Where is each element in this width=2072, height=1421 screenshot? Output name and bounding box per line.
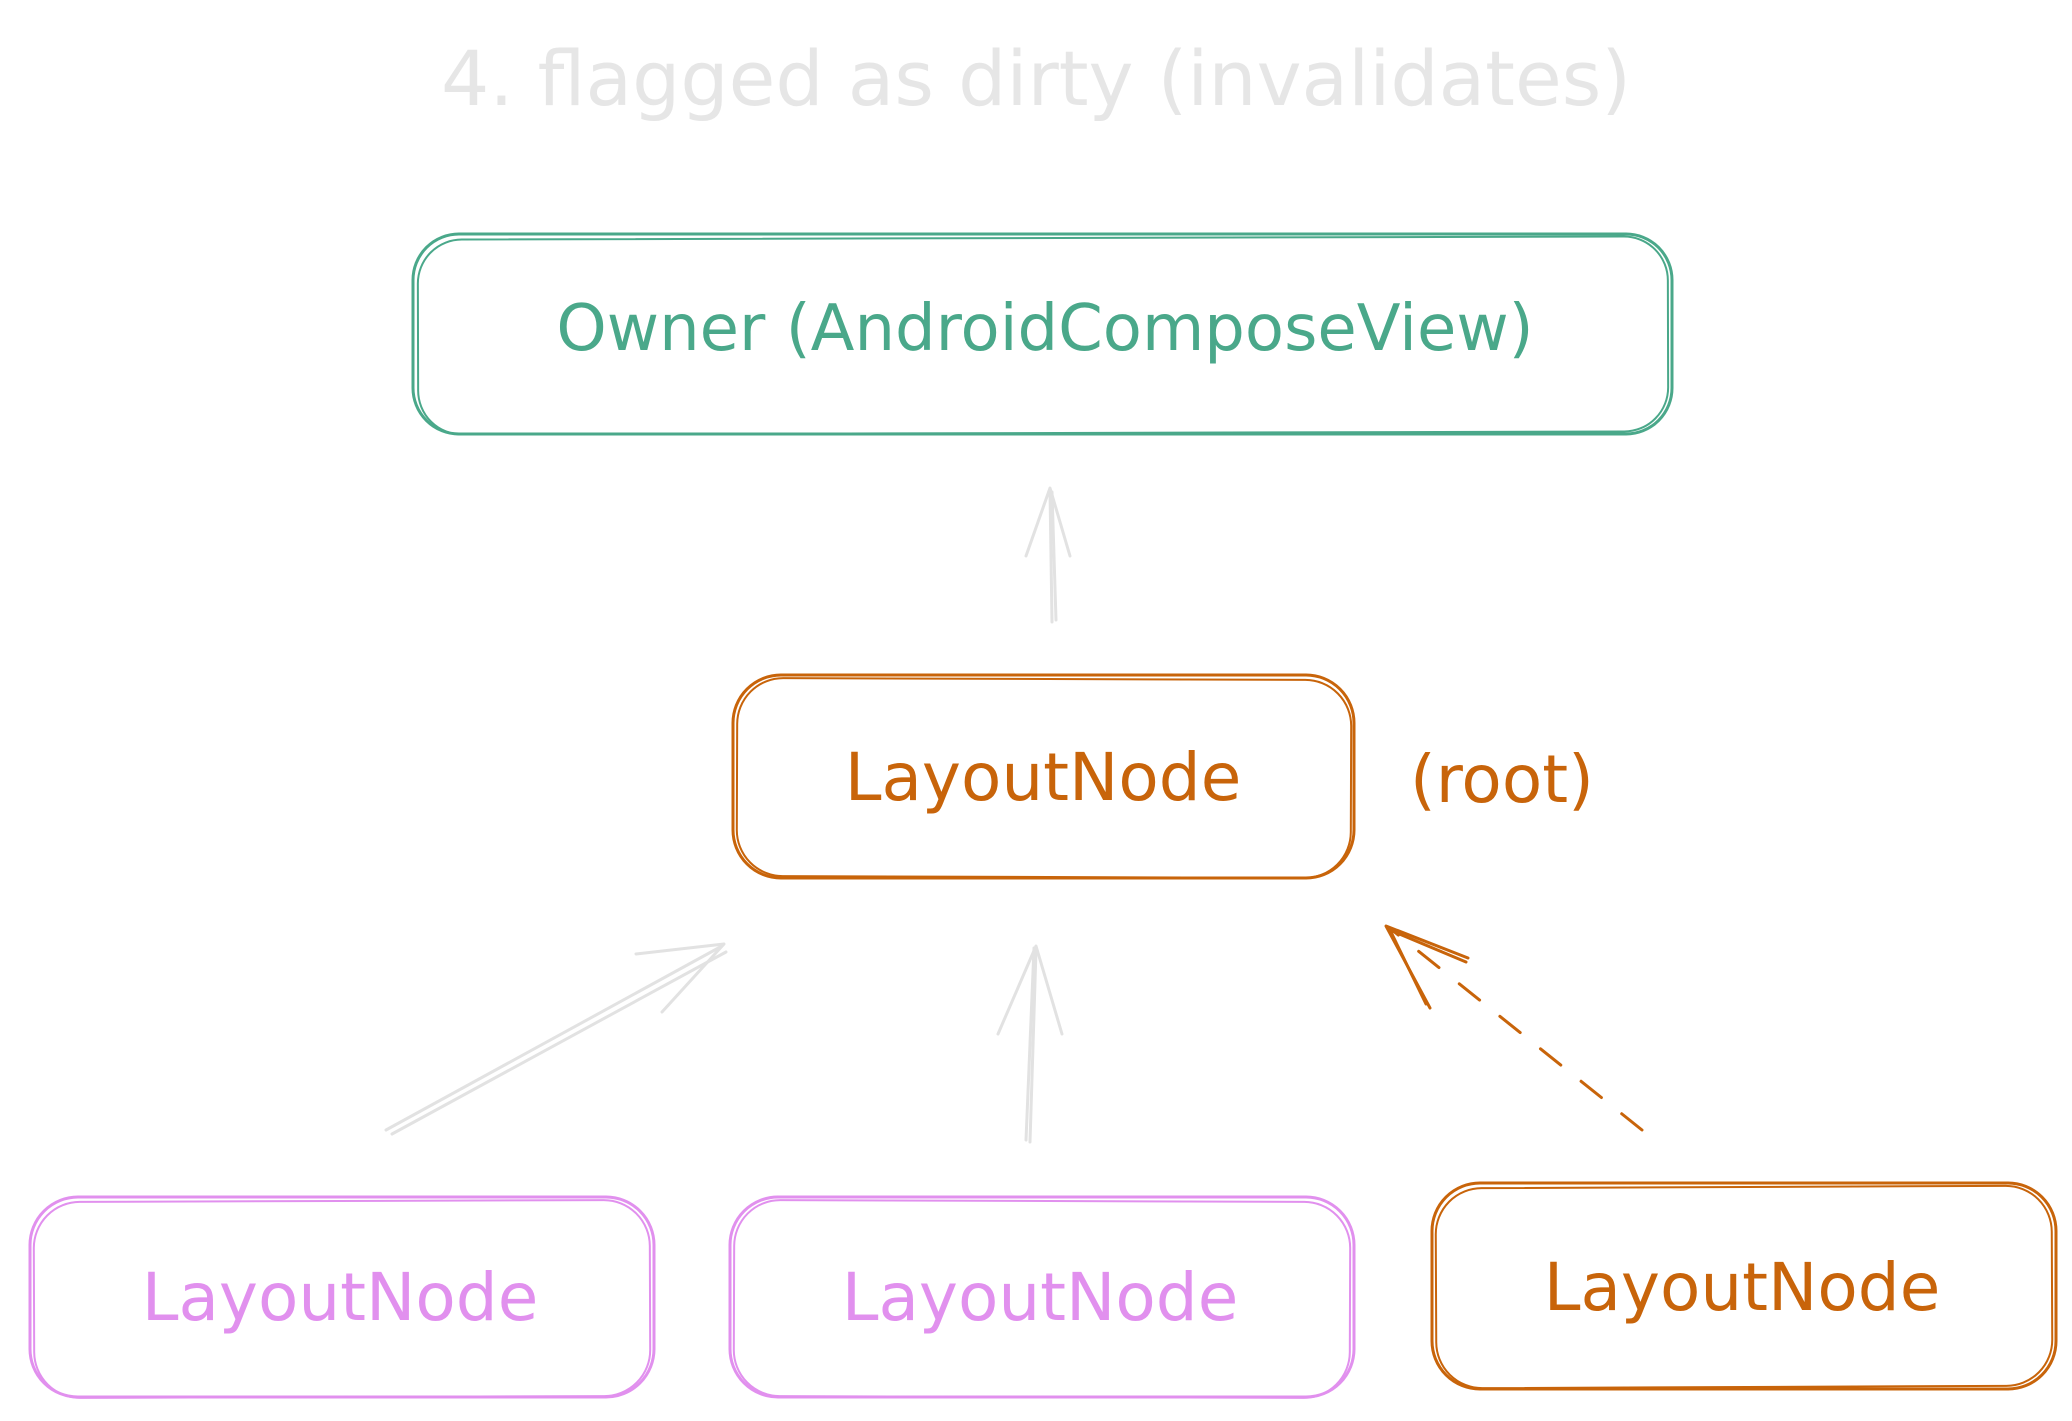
edge-right-to-root-arrowhead [1384,924,1470,1010]
root-node-box-sketch [735,677,1353,879]
edge-left-to-root-line [384,944,724,1132]
edge-root-to-owner-arrowhead [1024,486,1072,558]
owner-node: Owner (AndroidComposeView) [411,232,1674,436]
edge-root-to-owner-line-sketch [1050,490,1058,622]
root-annotation: (root) [1410,741,1594,818]
diagram-title: 4. flagged as dirty (invalidates) [441,34,1631,123]
edge-middle-to-root-line-sketch [1028,948,1038,1144]
edge-right-to-root [1384,924,1644,1132]
child-left-node-label: LayoutNode [142,1259,539,1336]
edge-right-to-root-line [1390,928,1644,1132]
edge-left-to-root-arrowhead [634,942,726,1014]
child-left-node: LayoutNode [28,1195,656,1399]
child-middle-node: LayoutNode [728,1195,1356,1399]
child-right-node-box [1430,1181,2058,1391]
child-middle-node-label: LayoutNode [842,1259,1239,1336]
child-right-node-label: LayoutNode [1544,1249,1941,1326]
owner-node-label: Owner (AndroidComposeView) [556,292,1533,366]
edge-middle-to-root [996,944,1064,1144]
edge-right-to-root-arrowhead-sketch [1388,928,1468,1006]
root-node: LayoutNode [731,673,1356,880]
edge-root-to-owner [1024,486,1072,624]
owner-node-box-sketch [416,235,1670,436]
edge-left-to-root-line-sketch [390,950,728,1136]
edge-left-to-root [384,942,728,1136]
edge-root-to-owner-line [1048,488,1054,624]
child-middle-node-box-sketch [732,1199,1352,1399]
child-right-node: LayoutNode [1430,1181,2058,1391]
edge-middle-to-root-arrowhead [996,944,1064,1036]
child-right-node-box-sketch [1434,1184,2054,1390]
edge-middle-to-root-line [1024,946,1036,1142]
child-left-node-box-sketch [32,1199,652,1399]
root-node-label: LayoutNode [845,739,1242,816]
